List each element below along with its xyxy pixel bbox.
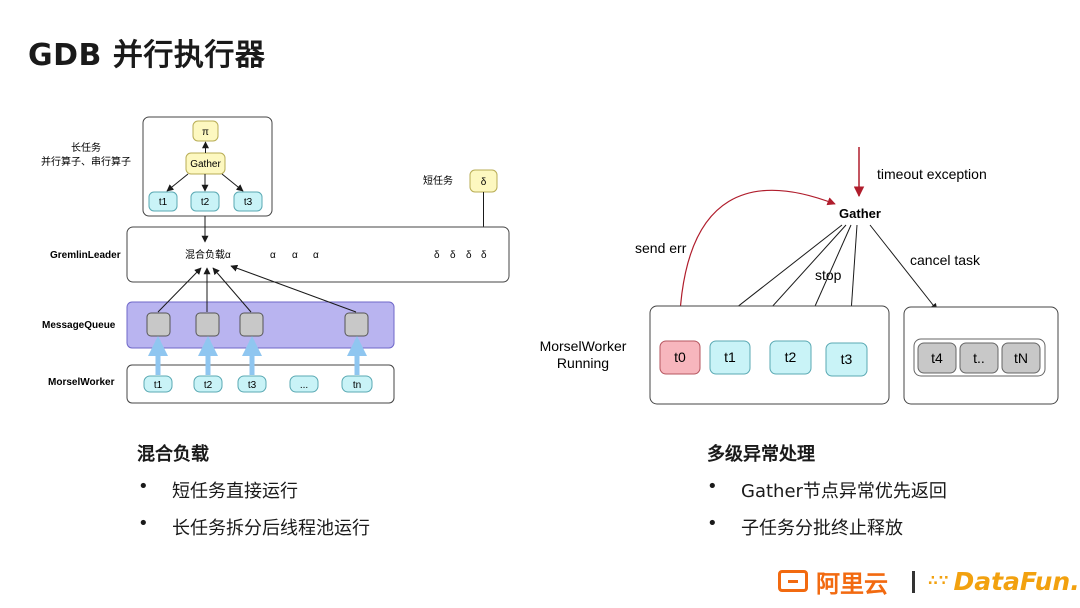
pi-node bbox=[192, 120, 219, 142]
worker-t3 bbox=[237, 375, 267, 393]
worker-t2 bbox=[193, 375, 223, 393]
datafun-logo: ∴∵ DataFun. bbox=[928, 563, 1080, 599]
alpha-3: α bbox=[313, 250, 319, 261]
blue-up-arrows bbox=[148, 336, 367, 375]
left-diagram: 长任务 并行算子、串行算子 π Gather t1 t2 t3 短任务 δ Gr… bbox=[41, 116, 510, 404]
gather-label: Gather bbox=[839, 206, 881, 221]
logo-separator bbox=[912, 571, 915, 593]
worker-tn bbox=[341, 375, 373, 393]
gremlin-leader-box bbox=[126, 226, 510, 283]
running-t3-label: t3 bbox=[841, 351, 853, 367]
running-t1-label: t1 bbox=[724, 349, 736, 365]
worker-t1-label: t1 bbox=[154, 380, 163, 391]
cancelled-tdots-label: t.. bbox=[973, 350, 985, 366]
arrow-q4-leader bbox=[230, 264, 357, 313]
queue-slot bbox=[344, 312, 369, 337]
running-t0-label: t0 bbox=[674, 349, 686, 365]
morsel-running-label-1: MorselWorker bbox=[540, 338, 627, 354]
arrow-q3-leader bbox=[212, 267, 252, 313]
delta-node-label: δ bbox=[481, 177, 487, 188]
cancelled-tn-label: tN bbox=[1014, 350, 1028, 366]
worker-t1 bbox=[143, 375, 173, 393]
short-task-label: 短任务 bbox=[423, 174, 453, 187]
arrow-q1-leader bbox=[157, 267, 202, 313]
cancelled-tdots bbox=[959, 342, 999, 374]
gather-node-label: Gather bbox=[190, 159, 221, 170]
long-t1-label: t1 bbox=[159, 197, 168, 208]
right-bullet-1-text: Gather节点异常优先返回 bbox=[741, 481, 947, 502]
bullet-dot: • bbox=[707, 513, 718, 534]
morsel-worker-label: MorselWorker bbox=[48, 377, 115, 388]
stop-label: stop bbox=[815, 267, 842, 283]
running-t2 bbox=[769, 340, 812, 375]
worker-ellipsis-label: ... bbox=[300, 380, 308, 391]
delta-4: δ bbox=[481, 250, 487, 261]
worker-t2-label: t2 bbox=[204, 380, 213, 391]
right-diagram: timeout exception Gather send err stop c… bbox=[540, 147, 1059, 405]
cancel-task-label: cancel task bbox=[910, 252, 981, 268]
worker-ellipsis bbox=[289, 375, 319, 393]
datafun-logo-text: DataFun. bbox=[953, 566, 1080, 596]
alpha-2: α bbox=[292, 250, 298, 261]
page-title: GDB 并行执行器 bbox=[28, 38, 266, 73]
aliyun-logo-icon bbox=[778, 570, 808, 592]
long-t3-node bbox=[233, 191, 263, 212]
timeout-exception-label: timeout exception bbox=[877, 166, 987, 182]
worker-nodes: t1 t2 t3 ... tn bbox=[143, 375, 373, 393]
long-t-nodes: t1 t2 t3 bbox=[148, 191, 263, 212]
long-t3-label: t3 bbox=[244, 197, 253, 208]
worker-t3-label: t3 bbox=[248, 380, 257, 391]
bullet-dot: • bbox=[138, 476, 149, 497]
aliyun-logo: 阿里云 bbox=[778, 563, 908, 599]
pi-node-label: π bbox=[202, 127, 209, 138]
send-err-label: send err bbox=[635, 240, 687, 256]
arrow-t3-gather bbox=[221, 173, 244, 192]
cancelled-t4-label: t4 bbox=[931, 350, 943, 366]
long-task-desc: 并行算子、串行算子 bbox=[41, 155, 131, 168]
datafun-dots-icon: ∴∵ bbox=[928, 573, 950, 589]
delta-3: δ bbox=[466, 250, 472, 261]
delta-1: δ bbox=[434, 250, 440, 261]
left-bullet-1-text: 短任务直接运行 bbox=[172, 481, 298, 502]
send-err-arrow bbox=[678, 189, 836, 343]
cancelled-tn bbox=[1001, 342, 1041, 374]
message-queue-label: MessageQueue bbox=[42, 320, 116, 331]
long-t1-node bbox=[148, 191, 178, 212]
running-t1 bbox=[709, 340, 751, 375]
morsel-running-label-2: Running bbox=[557, 355, 609, 371]
running-t2-label: t2 bbox=[785, 349, 797, 365]
queue-slot bbox=[239, 312, 264, 337]
right-bullet-2-text: 子任务分批终止释放 bbox=[741, 518, 903, 539]
long-t2-label: t2 bbox=[201, 197, 210, 208]
bullet-dot: • bbox=[138, 513, 149, 534]
left-bullet-2-text: 长任务拆分后线程池运行 bbox=[172, 518, 370, 539]
long-t2-node bbox=[190, 191, 220, 212]
aliyun-logo-text: 阿里云 bbox=[816, 569, 888, 598]
mixed-load-label: 混合负载α bbox=[185, 248, 231, 261]
right-section-heading: 多级异常处理 bbox=[707, 444, 815, 465]
queue-slot bbox=[146, 312, 171, 337]
running-t3 bbox=[825, 342, 868, 377]
delta-2: δ bbox=[450, 250, 456, 261]
gremlin-leader-label: GremlinLeader bbox=[50, 250, 121, 261]
left-section-heading: 混合负载 bbox=[137, 444, 209, 465]
cancelled-t4 bbox=[917, 342, 957, 374]
queue-slot bbox=[195, 312, 220, 337]
bullet-dot: • bbox=[707, 476, 718, 497]
long-task-label: 长任务 bbox=[71, 141, 101, 154]
worker-tn-label: tn bbox=[353, 380, 361, 391]
alpha-1: α bbox=[270, 250, 276, 261]
cancel-arrow bbox=[869, 224, 938, 311]
running-t0 bbox=[659, 340, 701, 375]
arrow-t1-gather bbox=[166, 173, 189, 192]
